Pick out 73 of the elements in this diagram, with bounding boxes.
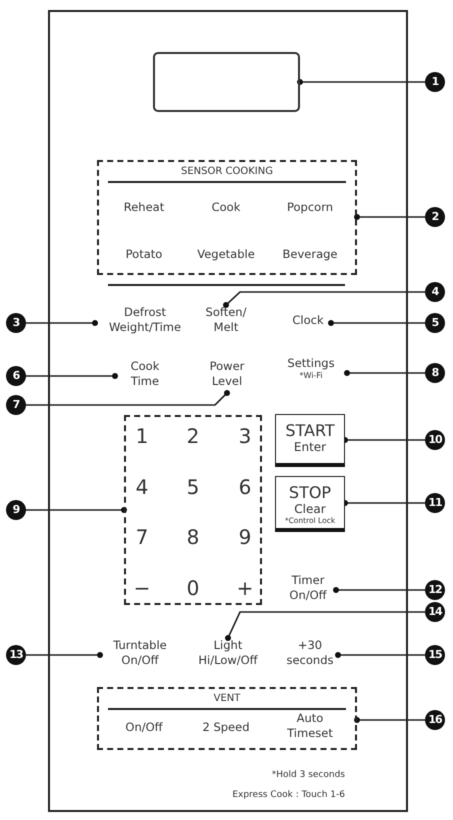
callout-number: 16 — [425, 710, 445, 730]
callout-number: 1 — [425, 72, 445, 92]
button-label: Turntable On/Off — [100, 638, 180, 672]
footnote-text: *Hold 3 seconds — [270, 770, 345, 780]
leader-line — [354, 717, 425, 723]
callout-number: 7 — [6, 395, 26, 415]
number-key: 9 — [230, 522, 260, 552]
leader-line — [335, 652, 425, 658]
leader-line — [342, 437, 425, 443]
callout-number: 9 — [6, 500, 26, 520]
button-label: Popcorn — [280, 200, 340, 220]
leader-line — [344, 370, 425, 376]
group-title: VENT — [212, 693, 242, 705]
key-button: START Enter — [275, 414, 345, 467]
button-label: Potato — [114, 247, 174, 267]
number-key: 6 — [230, 472, 260, 502]
leader-line — [328, 320, 425, 326]
footnote-text: *Wi-Fi — [298, 371, 324, 381]
dashed-group-box — [97, 160, 357, 275]
leader-line — [26, 320, 98, 326]
number-key: 4 — [127, 472, 157, 502]
button-label: 2 Speed — [191, 720, 261, 740]
callout-number: 11 — [425, 493, 445, 513]
leader-line — [26, 507, 127, 513]
button-label: Cook Time — [115, 359, 175, 393]
leader-line — [26, 373, 118, 379]
leader-line — [26, 652, 103, 658]
button-label: Timer On/Off — [280, 573, 336, 607]
number-key: 7 — [127, 522, 157, 552]
callout-number: 4 — [425, 282, 445, 302]
button-label: Power Level — [198, 359, 256, 393]
callout-number: 6 — [6, 366, 26, 386]
number-key: 3 — [230, 421, 260, 451]
footnote-text: Express Cook : Touch 1-6 — [231, 790, 345, 800]
number-key: 5 — [178, 472, 208, 502]
callout-number: 2 — [425, 207, 445, 227]
leader-line — [223, 291, 425, 308]
callout-number: 5 — [425, 313, 445, 333]
number-key: 8 — [178, 522, 208, 552]
number-key: 0 — [178, 572, 208, 602]
button-label: +30 seconds — [282, 638, 338, 672]
button-label: Light Hi/Low/Off — [186, 638, 270, 672]
leader-line — [342, 500, 425, 506]
group-title: SENSOR COOKING — [180, 166, 274, 178]
number-key: + — [230, 572, 260, 602]
button-label: Beverage — [275, 247, 345, 267]
callout-number: 15 — [425, 645, 445, 665]
number-key: 2 — [178, 421, 208, 451]
callout-number: 8 — [425, 363, 445, 383]
callout-number: 10 — [425, 430, 445, 450]
button-label: Soften/ Melt — [198, 305, 254, 339]
button-label: Defrost Weight/Time — [95, 305, 195, 339]
button-label: Auto Timeset — [282, 711, 338, 745]
button-label: Cook — [196, 200, 256, 220]
button-label: On/Off — [114, 720, 174, 740]
callout-number: 13 — [6, 645, 26, 665]
callout-number: 3 — [6, 313, 26, 333]
number-key: 1 — [127, 421, 157, 451]
button-label: Clock — [285, 313, 331, 333]
callout-number: 14 — [425, 602, 445, 622]
leader-line — [354, 214, 425, 220]
callout-number: 12 — [425, 580, 445, 600]
number-key: − — [127, 572, 157, 602]
button-label: Vegetable — [186, 247, 266, 267]
number-keypad — [124, 415, 262, 605]
leader-line — [333, 587, 425, 593]
display-window — [153, 52, 300, 112]
leader-line — [26, 390, 230, 406]
leader-line — [225, 611, 425, 641]
button-label: Reheat — [114, 200, 174, 220]
leader-line — [297, 79, 425, 85]
button-label: Settings — [286, 356, 336, 371]
dashed-group-box — [97, 687, 357, 750]
